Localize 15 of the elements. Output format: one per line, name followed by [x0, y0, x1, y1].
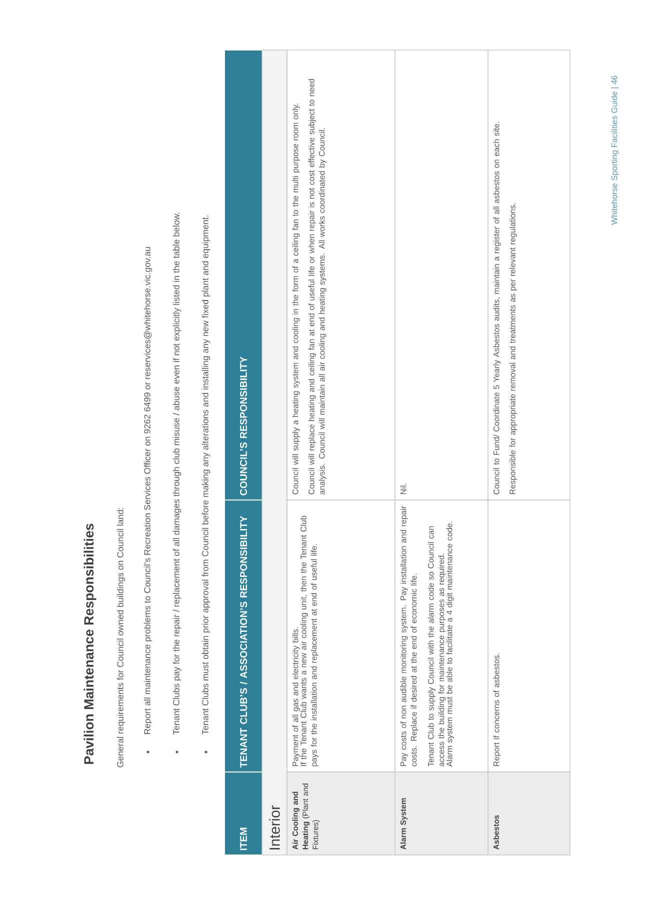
bullet-item: Tenant Clubs pay for the repair / replacement of all damages through club misuse / abuse even if not explicitly listed in the table below.: [172, 212, 182, 754]
table-header-cell: ITEM: [225, 772, 262, 854]
table-cell: Pay costs of non audible monitoring system. Pay installation and repair costs. Replace if desired at the end of economic life. Tenant Club to supply Council with the alarm code so Council can access the building for maintenance purposes as required. Alarm system must be able to facilitate a 4 digit maintenance code.: [394, 500, 488, 772]
table-cell: Nil.: [394, 50, 488, 500]
section-heading-cell: Interior: [262, 50, 288, 856]
table-cell: Council to Fund/ Coordinate 5 Yearly Asbestos audits, maintain a register of all asbestos on each site. Responsible for appropriate removal and treatments as per relevant regulations.: [488, 50, 570, 500]
footer-text: Whitehorse Sporting Facilities Guide | 46: [611, 76, 619, 225]
bullet-item: Report all maintenance problems to Council’s Recreation Services Officer on 9262 6499 or reservices@whitehorse.vic.gov.au: [144, 247, 152, 754]
title: Pavilion Maintenance Responsibilities: [84, 524, 96, 764]
table-cell: Report if concerns of asbestos.: [488, 500, 570, 772]
intro-text: General requirements for Council owned buildings on Council land:: [116, 508, 126, 768]
table-cell: Payment of all gas and electricity bills. If the Tenant Club wants a new air cooling unit, then the Tenant Club pays for the installation and replacement at end of useful life.: [286, 500, 396, 772]
table-header-cell: COUNCIL’S RESPONSIBILITY: [225, 50, 262, 500]
bullet-item: Tenant Clubs must obtain prior approval from Council before making any alterations and installing any new fixed plant and equipment.: [202, 216, 210, 754]
table-cell: Council will supply a heating system and cooling in the form of a ceiling fan to the multi purpose room only. Council will replace heating and ceiling fan at end of useful life or when repair is not cost effective subject to need analysis. Council will maintain all air cooling and heating systems. All works coordinated by Council.: [286, 50, 396, 500]
